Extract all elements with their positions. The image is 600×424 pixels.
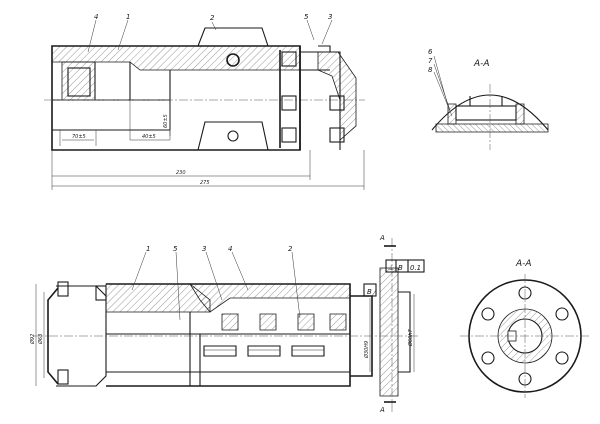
tolerance-value: 0.1 — [410, 264, 421, 272]
tolerance-frame — [385, 259, 425, 273]
internal-blocks — [221, 313, 347, 331]
tolerance-dividers — [395, 260, 409, 272]
callout-b1: 1 — [146, 245, 150, 253]
callout-b3: 3 — [202, 245, 206, 253]
callout-b2: 2 — [288, 245, 293, 253]
bracket-hole — [226, 53, 240, 67]
tolerance-symbol: ⊥ — [388, 264, 394, 272]
section-mark-top: A — [379, 234, 385, 242]
bolt-hole — [481, 351, 495, 365]
bolt-head — [281, 95, 297, 111]
dim-70 — [59, 130, 97, 146]
callout-b5: 5 — [173, 245, 178, 253]
dim-label-60: 60±5 — [163, 114, 169, 128]
dim-275-line — [52, 150, 365, 190]
dia-63: Ø63 — [37, 334, 44, 345]
bolt-hole — [555, 351, 569, 365]
bottom-assembly-view: Ø92 Ø63 Ø30H9 Ø60h7 1 5 3 4 2 A A B ⊥ B … — [29, 234, 425, 414]
clamp-bolt — [57, 369, 69, 385]
dia-92: Ø92 — [29, 334, 36, 345]
clamp-bolt — [57, 281, 69, 297]
cap-edge — [318, 45, 331, 52]
bottom-leaders — [131, 251, 301, 321]
dim-230-line — [51, 150, 311, 190]
bolt-head — [281, 127, 297, 143]
dim-label-70: 70±5 — [72, 134, 86, 140]
cap-section — [317, 51, 357, 141]
callout-3: 3 — [328, 13, 332, 21]
callout-7: 7 — [428, 57, 433, 65]
flange-section — [379, 267, 399, 397]
callout-6: 6 — [428, 48, 433, 56]
spring-packs — [203, 345, 325, 357]
dim-label-40: 40±5 — [142, 134, 156, 140]
callout-4: 4 — [94, 13, 98, 21]
dim-label-275: 275 — [200, 180, 210, 186]
section-title: A-A — [473, 59, 490, 69]
key-sides — [447, 103, 525, 125]
flange-face — [279, 46, 301, 150]
section-leaders — [433, 55, 453, 117]
diameter-dims — [35, 284, 415, 386]
tolerance-datum: B — [398, 264, 403, 272]
flange-boss — [398, 291, 411, 373]
datum-leader — [371, 289, 377, 297]
key-body — [455, 105, 517, 121]
dia-60h7: Ø60h7 — [407, 329, 414, 347]
dim-label-230: 230 — [176, 170, 186, 176]
bolt-head — [281, 51, 297, 67]
callout-leaders — [87, 19, 333, 53]
datum-label: B — [367, 288, 372, 296]
section-aa-detail: A-A 6 7 8 — [428, 48, 549, 150]
base-section — [435, 123, 549, 133]
bracket-hole-lower — [227, 130, 239, 142]
clamp-left-edge — [47, 287, 59, 385]
callout-b4: 4 — [228, 245, 232, 253]
flange-title: A-A — [515, 259, 532, 269]
bracket-bottom — [197, 121, 269, 151]
flange-end-view: A-A — [460, 259, 590, 398]
bolt-hole — [481, 307, 495, 321]
cylinder-wall-right — [189, 283, 351, 313]
datum-box — [363, 283, 377, 297]
callout-2: 2 — [210, 14, 215, 22]
key-posts — [469, 96, 503, 106]
dia-30h9: Ø30H9 — [363, 341, 370, 359]
cylinder-inner — [106, 312, 350, 386]
bolt-hole — [555, 307, 569, 321]
top-assembly-view: 4 1 2 5 3 70±5 40±5 60±5 230 275 — [44, 13, 365, 190]
callout-1: 1 — [126, 13, 130, 21]
callout-8: 8 — [428, 66, 433, 74]
section-mark-bottom: A — [379, 406, 385, 414]
callout-5: 5 — [304, 13, 309, 21]
bushing-bore — [67, 67, 91, 97]
bracket-top — [197, 27, 269, 47]
